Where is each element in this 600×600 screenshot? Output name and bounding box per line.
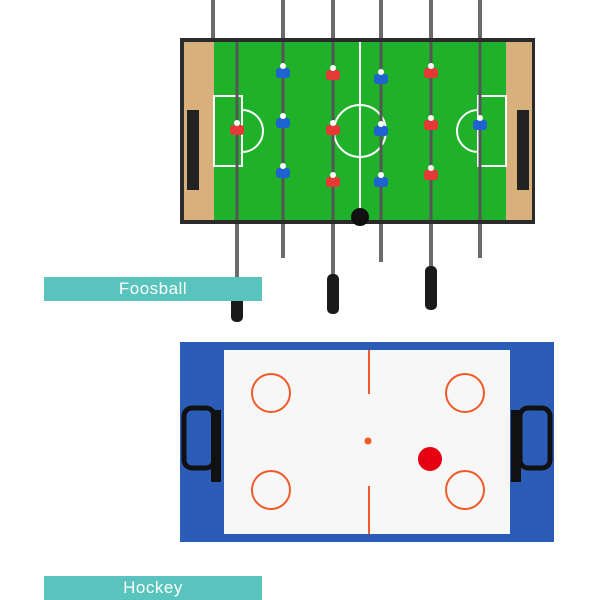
rod-handles <box>231 266 437 322</box>
puck <box>418 447 442 471</box>
rods-bottom <box>235 224 482 300</box>
rink-markings <box>251 350 485 534</box>
red-team-players <box>230 68 438 187</box>
player-heads <box>234 63 483 178</box>
field-markings <box>213 42 507 220</box>
ball-slot <box>351 208 369 226</box>
foosball-label: Foosball <box>44 277 262 301</box>
left-score-counter <box>211 410 221 482</box>
center-dot <box>364 437 372 445</box>
rods-top <box>211 0 482 42</box>
right-score-counter <box>517 110 529 190</box>
hockey-label: Hockey <box>44 576 262 600</box>
blue-team-players <box>276 68 487 187</box>
foosball-table-image <box>180 0 535 322</box>
left-score-counter <box>187 110 199 190</box>
air-hockey-table-image <box>180 342 554 542</box>
right-score-counter <box>511 410 521 482</box>
